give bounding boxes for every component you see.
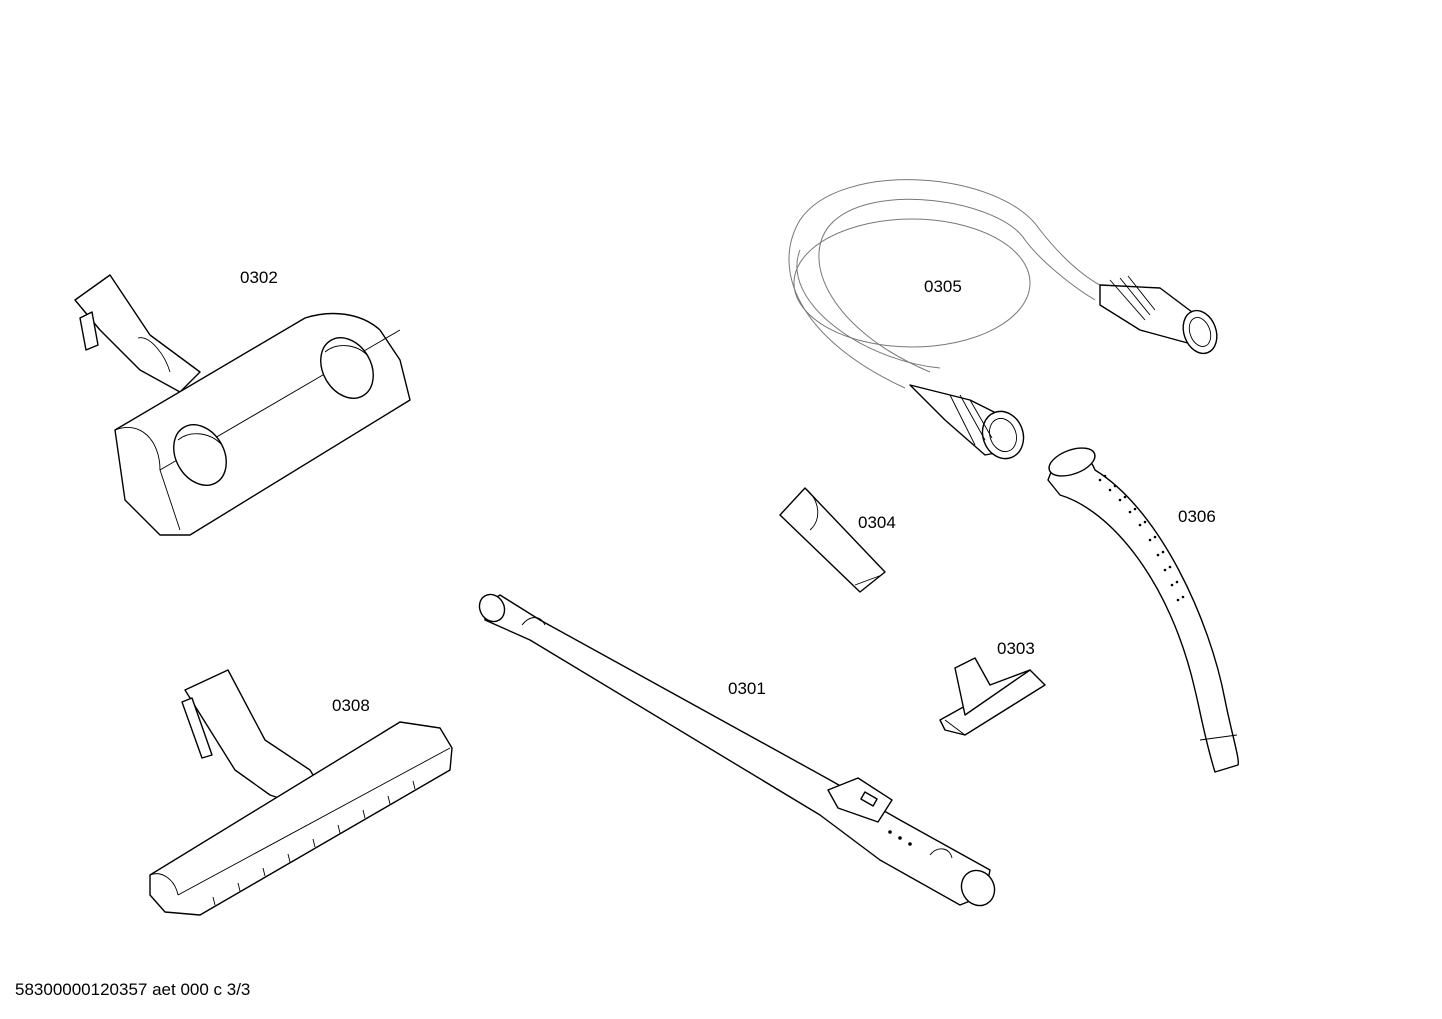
part-label-0302: 0302 bbox=[240, 268, 278, 287]
floor-nozzle-drawing bbox=[74, 274, 411, 536]
part-label-0304: 0304 bbox=[858, 513, 896, 532]
crevice-tool-drawing bbox=[779, 487, 886, 593]
part-label-0306: 0306 bbox=[1178, 507, 1216, 526]
part-label-0308: 0308 bbox=[332, 696, 370, 715]
hose-handle-drawing bbox=[1047, 447, 1240, 773]
suction-hose-drawing bbox=[788, 179, 1218, 460]
part-label-0301: 0301 bbox=[728, 679, 766, 698]
drawing-reference-number: 58300000120357 aet 000 c 3/3 bbox=[15, 980, 251, 999]
part-label-0303: 0303 bbox=[997, 639, 1035, 658]
hard-floor-nozzle-drawing bbox=[149, 669, 453, 916]
upholstery-nozzle-drawing bbox=[939, 657, 1046, 736]
part-label-0305: 0305 bbox=[924, 277, 962, 296]
telescopic-tube-drawing bbox=[478, 593, 996, 907]
